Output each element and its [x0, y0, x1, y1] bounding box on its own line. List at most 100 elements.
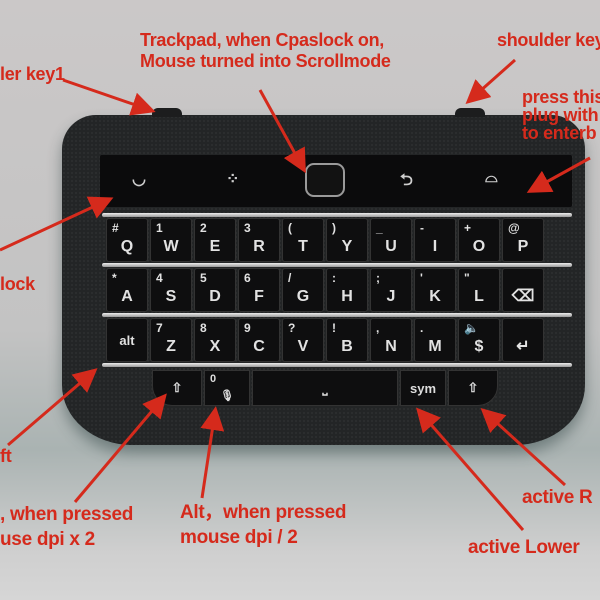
key-alt-label: !: [332, 321, 336, 335]
blackberry-icon[interactable]: ⁘: [226, 171, 240, 188]
sym-label: sym: [409, 380, 437, 396]
key-k[interactable]: 'K: [414, 268, 456, 312]
key-alt-label: _: [376, 221, 383, 235]
key-i[interactable]: -I: [414, 218, 456, 262]
label-raise: active R: [522, 487, 593, 508]
key-label: D: [209, 288, 221, 305]
key-n[interactable]: ,N: [370, 318, 412, 362]
shift-right-key[interactable]: ⇧: [448, 370, 498, 406]
label-line: to enterb: [522, 123, 597, 143]
key-$[interactable]: 🔈$: [458, 318, 500, 362]
key-label: F: [254, 288, 264, 305]
key-label: G: [296, 288, 310, 305]
key-b[interactable]: !B: [326, 318, 368, 362]
key-label: L: [474, 288, 484, 305]
key-alt-label: ): [332, 221, 336, 235]
key-o[interactable]: +O: [458, 218, 500, 262]
key-label: I: [432, 238, 438, 255]
key-label: U: [385, 238, 397, 255]
label-line: Alt，when pressed: [180, 502, 347, 523]
label-lower: active Lower: [468, 537, 580, 558]
key-j[interactable]: ;J: [370, 268, 412, 312]
key-alt-label: 7: [156, 321, 163, 335]
key-alt-label: ?: [288, 321, 296, 335]
key-label: Z: [166, 338, 176, 355]
label-capslock: lock: [0, 274, 35, 294]
key-alt-label: ': [420, 271, 423, 285]
key-p[interactable]: @P: [502, 218, 544, 262]
key-label: M: [428, 338, 442, 355]
end-call-icon[interactable]: ⌓: [485, 169, 498, 186]
rail: [102, 213, 572, 217]
label-line: press this: [522, 87, 600, 107]
key-m[interactable]: .M: [414, 318, 456, 362]
shoulder-key-1[interactable]: [152, 108, 182, 117]
zero-mic-key[interactable]: 0🎙: [204, 370, 250, 406]
key-alt-label: 4: [156, 271, 163, 285]
arrow-capslock: [0, 196, 114, 252]
key-g[interactable]: /G: [282, 268, 324, 312]
space-key[interactable]: ⎵: [252, 370, 398, 406]
key-l[interactable]: "L: [458, 268, 500, 312]
label-shift: ft: [0, 446, 12, 466]
key-y[interactable]: )Y: [326, 218, 368, 262]
back-icon[interactable]: ⮌: [400, 172, 413, 189]
label-line: Trackpad, when Cpaslock on,: [140, 30, 384, 50]
key-label: P: [517, 238, 529, 255]
bottom-row: ⇧ 0🎙 ⎵ sym ⇧: [152, 370, 498, 406]
key-alt-label: ,: [376, 321, 380, 335]
key-alt-label: 1: [156, 221, 163, 235]
key-v[interactable]: ?V: [282, 318, 324, 362]
key-label: W: [163, 238, 179, 255]
shift-icon: ⇧: [171, 380, 183, 395]
key-alt-label: 8: [200, 321, 207, 335]
label-line: , when pressed: [0, 504, 134, 525]
key-q[interactable]: #Q: [106, 218, 148, 262]
key-enter[interactable]: alt: [106, 318, 148, 362]
key-alt-label: -: [420, 221, 424, 235]
key-label: R: [253, 238, 265, 255]
key-label: B: [341, 338, 353, 355]
arrow-trackpad: [258, 89, 306, 174]
label-line: Mouse turned into Scrollmode: [140, 51, 391, 71]
call-icon[interactable]: ◡: [132, 171, 146, 188]
key-t[interactable]: (T: [282, 218, 324, 262]
zero-label: 0: [210, 373, 217, 385]
key-alt[interactable]: ⌫: [502, 268, 544, 312]
arrow-shoulder2: [465, 58, 516, 104]
key-label: C: [253, 338, 265, 355]
trackpad[interactable]: [305, 163, 345, 197]
key-enter[interactable]: ↵: [502, 318, 544, 362]
key-alt-label: #: [112, 221, 119, 235]
mic-icon: 🎙: [220, 389, 234, 402]
key-u[interactable]: _U: [370, 218, 412, 262]
label-line: use dpi x 2: [0, 529, 95, 550]
label-line: plug with: [522, 105, 599, 125]
arrow-shift: [7, 368, 98, 447]
key-alt-label: *: [112, 271, 117, 285]
shift-icon: ⇧: [467, 380, 479, 395]
arrow-raise: [480, 407, 567, 487]
key-label: S: [165, 288, 177, 305]
sym-key[interactable]: sym: [400, 370, 446, 406]
shoulder-key-2[interactable]: [455, 108, 485, 117]
key-a[interactable]: *A: [106, 268, 148, 312]
key-alt-label: (: [288, 221, 292, 235]
key-label: A: [121, 288, 133, 305]
key-h[interactable]: :H: [326, 268, 368, 312]
key-label: $: [474, 338, 484, 355]
